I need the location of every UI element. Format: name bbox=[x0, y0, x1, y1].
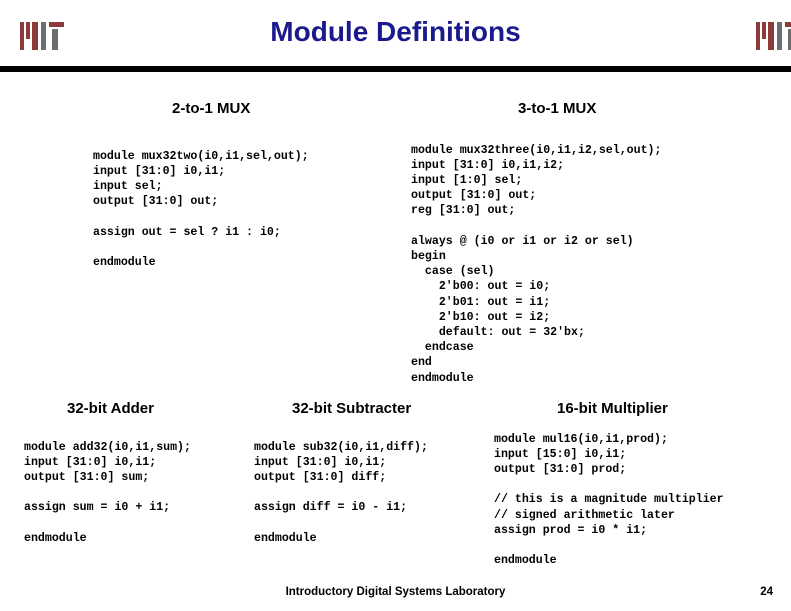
code-block-mux2: module mux32two(i0,i1,sel,out); input [3… bbox=[93, 149, 309, 270]
section-heading-multiplier: 16-bit Multiplier bbox=[557, 400, 668, 417]
mit-logo-bar bbox=[762, 22, 766, 39]
mit-logo-bar bbox=[32, 22, 38, 50]
mit-logo-bar bbox=[20, 22, 24, 50]
mit-logo-bar bbox=[788, 29, 791, 50]
mit-logo-bar bbox=[768, 22, 774, 50]
section-heading-mux2: 2-to-1 MUX bbox=[172, 100, 251, 117]
mit-logo-bar bbox=[49, 22, 64, 27]
mit-logo-bar bbox=[41, 22, 46, 50]
code-block-mux3: module mux32three(i0,i1,i2,sel,out); inp… bbox=[411, 143, 662, 385]
mit-logo-bar bbox=[26, 22, 30, 39]
page-title: Module Definitions bbox=[270, 16, 521, 47]
section-heading-adder: 32-bit Adder bbox=[67, 400, 154, 417]
header-divider bbox=[0, 66, 791, 72]
slide-header: Module Definitions bbox=[0, 0, 791, 72]
section-heading-subtracter: 32-bit Subtracter bbox=[292, 400, 412, 417]
code-block-subtracter: module sub32(i0,i1,diff); input [31:0] i… bbox=[254, 440, 428, 545]
footer-course-label: Introductory Digital Systems Laboratory bbox=[285, 586, 506, 598]
section-heading-mux3: 3-to-1 MUX bbox=[518, 100, 597, 117]
mit-logo-bar bbox=[785, 22, 791, 27]
mit-logo-bar bbox=[52, 29, 58, 50]
mit-logo-bar bbox=[777, 22, 782, 50]
footer-page-number: 24 bbox=[760, 586, 773, 598]
code-block-adder: module add32(i0,i1,sum); input [31:0] i0… bbox=[24, 440, 191, 545]
mit-logo-bar bbox=[756, 22, 760, 50]
code-block-multiplier: module mul16(i0,i1,prod); input [15:0] i… bbox=[494, 432, 724, 568]
mit-logo-icon-right bbox=[756, 22, 791, 50]
mit-logo-icon-left bbox=[20, 22, 64, 50]
